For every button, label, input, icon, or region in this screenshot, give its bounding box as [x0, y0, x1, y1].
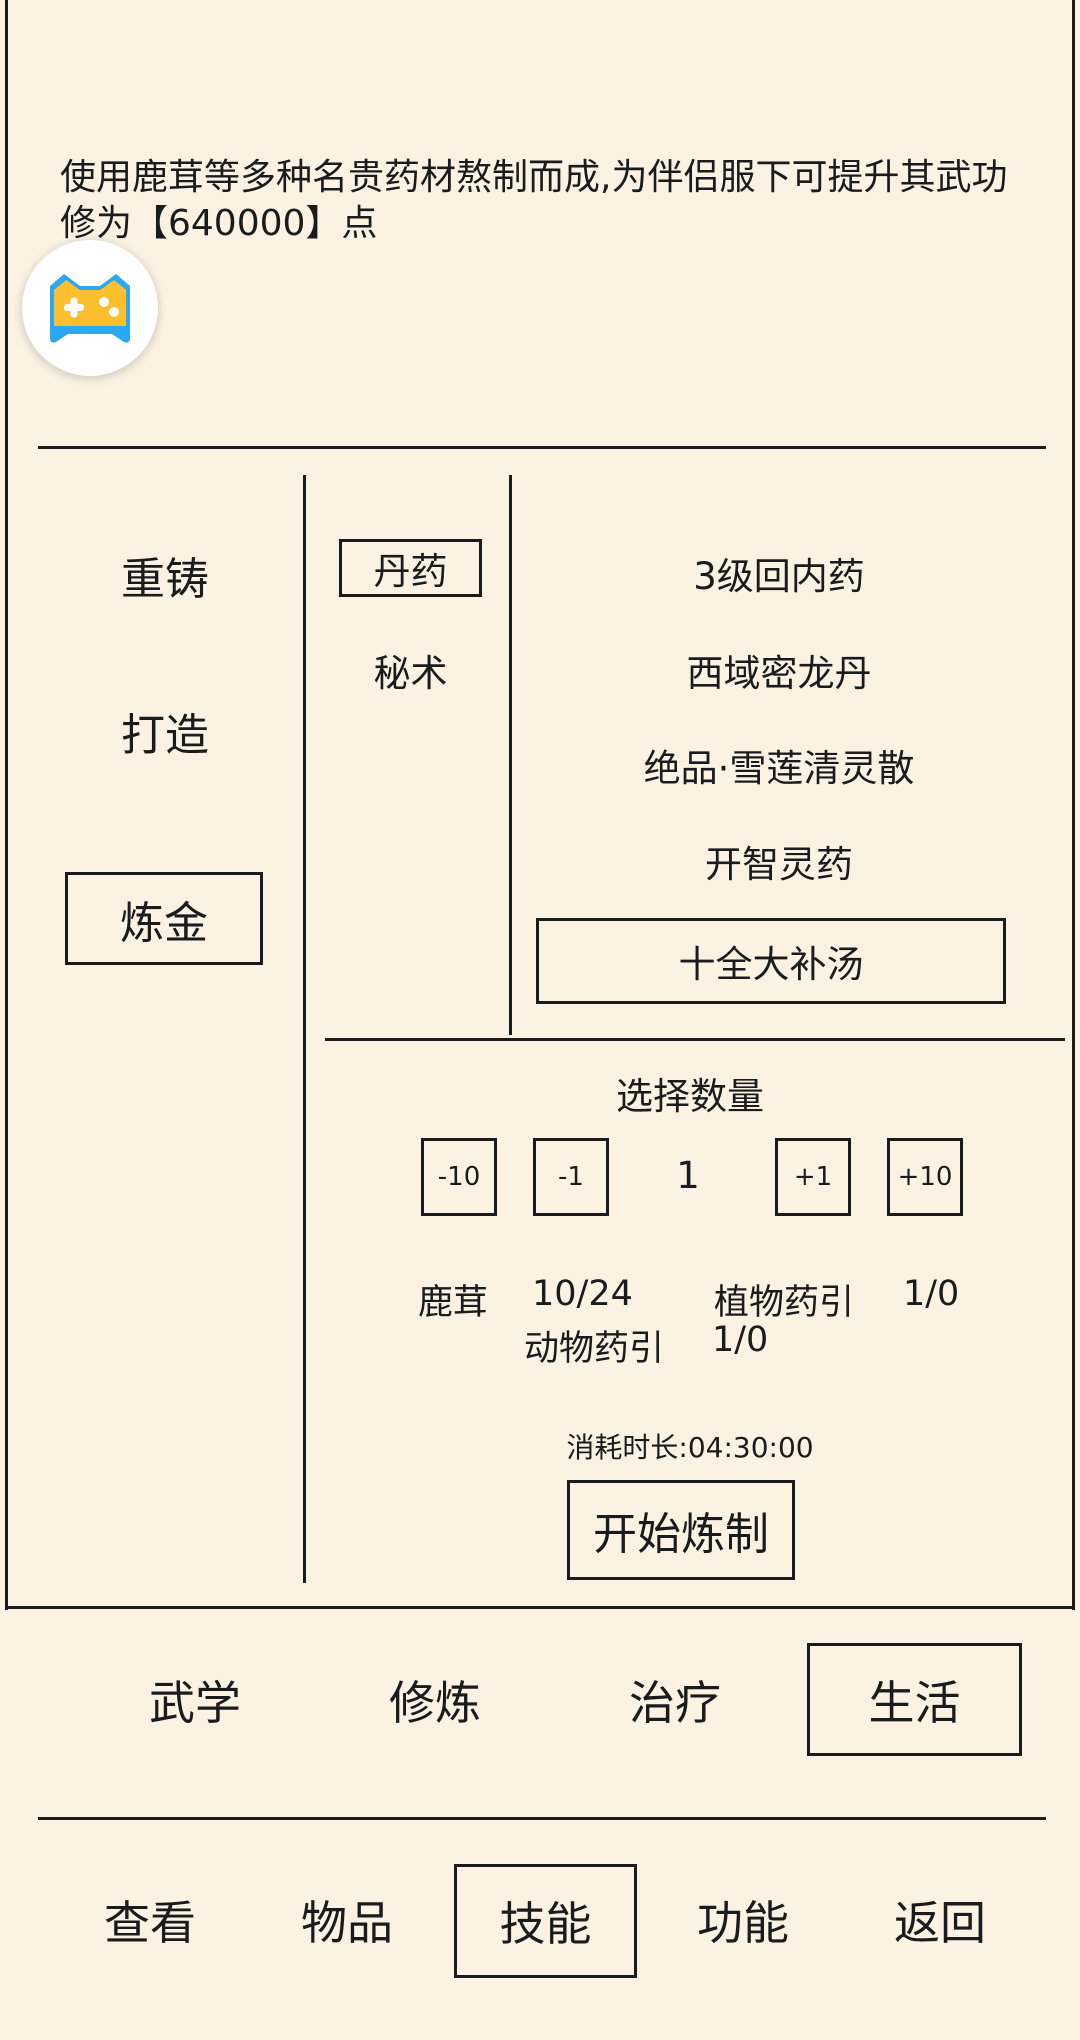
subcategory-label: 秘术: [373, 652, 448, 695]
nav-label: 返回: [894, 1896, 986, 1950]
category-label: 打造: [121, 710, 209, 761]
category-label: 重铸: [121, 554, 209, 605]
recipe-list[interactable]: 3级回内药 西域密龙丹 绝品·雪莲清灵散 开智灵药 十全大补汤: [520, 478, 1065, 1018]
start-refining-label: 开始炼制: [593, 1509, 769, 1560]
category-forge[interactable]: 打造: [70, 696, 260, 766]
start-refining-button[interactable]: 开始炼制: [567, 1480, 795, 1580]
panel-bottom-border: [5, 1606, 1075, 1609]
plus-10-button[interactable]: +10: [887, 1138, 963, 1216]
recipe-label: 十全大补汤: [678, 943, 864, 986]
nav-label: 物品: [301, 1896, 393, 1950]
subcategory-column-divider: [509, 475, 512, 1035]
material-name: 植物药引: [714, 1283, 855, 1323]
category-alchemy[interactable]: 炼金: [65, 872, 263, 965]
material-amount: 10/24: [532, 1274, 633, 1314]
nav-label: 查看: [104, 1896, 196, 1950]
panel-right-border: [1072, 0, 1075, 1610]
quantity-title: 选择数量: [616, 1075, 764, 1118]
subcategory-secret-art[interactable]: 秘术: [339, 640, 482, 700]
tab-label: 生活: [868, 1675, 961, 1730]
duration-text: 消耗时长:04:30:00: [566, 1431, 814, 1464]
recipe-item[interactable]: 西域密龙丹: [520, 635, 1038, 705]
recipe-item[interactable]: 3级回内药: [520, 538, 1038, 608]
description-divider: [38, 446, 1046, 449]
tab-label: 治疗: [629, 1676, 721, 1730]
nav-view[interactable]: 查看: [55, 1880, 245, 1960]
gamepad-icon: [50, 274, 130, 343]
material-name: 动物药引: [524, 1329, 665, 1369]
bottom-nav-divider: [38, 1817, 1046, 1820]
recipe-label: 开智灵药: [705, 843, 853, 886]
plus-1-button[interactable]: +1: [775, 1138, 851, 1216]
tab-label: 修炼: [389, 1676, 481, 1730]
nav-skills[interactable]: 技能: [454, 1864, 637, 1978]
category-recast[interactable]: 重铸: [70, 540, 260, 610]
category-label: 炼金: [120, 897, 208, 949]
tab-cultivation[interactable]: 修炼: [340, 1660, 530, 1740]
tab-life[interactable]: 生活: [807, 1643, 1022, 1756]
minus-1-button[interactable]: -1: [533, 1138, 609, 1216]
material-name: 鹿茸: [418, 1283, 489, 1323]
tab-healing[interactable]: 治疗: [580, 1660, 770, 1740]
recipe-label: 西域密龙丹: [686, 652, 872, 695]
material-amount: 1/0: [712, 1320, 769, 1360]
quantity-value: 1: [676, 1153, 700, 1197]
recipe-item[interactable]: 开智灵药: [520, 826, 1038, 896]
material-amount: 1/0: [903, 1274, 960, 1314]
subcategory-label: 丹药: [373, 550, 448, 593]
nav-items[interactable]: 物品: [252, 1880, 442, 1960]
nav-label: 功能: [697, 1896, 789, 1950]
recipe-item[interactable]: 绝品·雪莲清灵散: [520, 730, 1038, 800]
tab-martial-arts[interactable]: 武学: [100, 1660, 290, 1740]
nav-back[interactable]: 返回: [845, 1880, 1035, 1960]
item-description: 使用鹿茸等多种名贵药材熬制而成,为伴侣服下可提升其武功修为【640000】点: [60, 157, 1008, 244]
nav-label: 技能: [499, 1897, 592, 1951]
panel-left-border: [5, 0, 8, 1610]
category-column-divider: [303, 475, 306, 1583]
floating-game-button[interactable]: [22, 240, 158, 376]
recipe-list-divider: [325, 1038, 1065, 1041]
nav-functions[interactable]: 功能: [648, 1880, 838, 1960]
tab-label: 武学: [149, 1676, 241, 1730]
minus-10-button[interactable]: -10: [421, 1138, 497, 1216]
recipe-label: 绝品·雪莲清灵散: [643, 747, 915, 790]
subcategory-pill[interactable]: 丹药: [339, 539, 482, 597]
recipe-label: 3级回内药: [693, 555, 865, 598]
recipe-item-selected[interactable]: 十全大补汤: [536, 918, 1006, 1004]
